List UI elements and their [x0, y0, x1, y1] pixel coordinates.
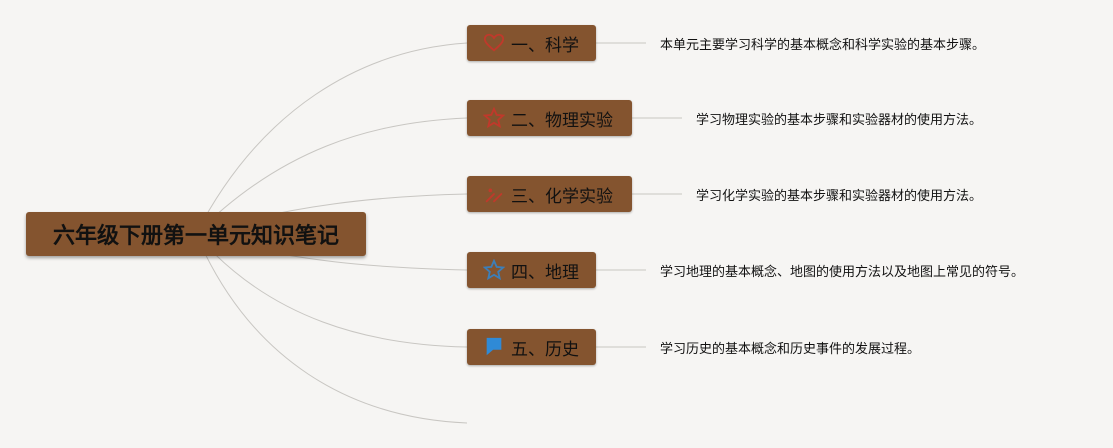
topic-label: 五、历史 — [511, 339, 579, 360]
tools-icon — [483, 183, 505, 205]
topic-label: 二、物理实验 — [511, 110, 613, 131]
link-root-topic-1 — [195, 42, 468, 235]
topic-label: 四、地理 — [511, 262, 579, 283]
topic-geography[interactable]: 四、地理 — [467, 252, 596, 288]
topic-geography-desc: 学习地理的基本概念、地图的使用方法以及地图上常见的符号。 — [660, 264, 1025, 280]
link-root-topic-5 — [195, 233, 468, 348]
topic-physics-experiment-desc: 学习物理实验的基本步骤和实验器材的使用方法。 — [696, 112, 983, 128]
topic-science-desc: 本单元主要学习科学的基本概念和科学实验的基本步骤。 — [660, 37, 986, 53]
link-root-topic-2 — [195, 117, 468, 235]
root-topic[interactable]: 六年级下册第一单元知识笔记 — [26, 212, 366, 256]
topic-history-desc: 学习历史的基本概念和历史事件的发展过程。 — [660, 341, 921, 357]
topic-label: 一、科学 — [511, 35, 579, 56]
link-root-extra — [195, 233, 468, 424]
topic-chemistry-experiment[interactable]: 三、化学实验 — [467, 176, 632, 212]
star-icon — [483, 107, 505, 129]
topic-science[interactable]: 一、科学 — [467, 25, 596, 61]
topic-chemistry-experiment-desc: 学习化学实验的基本步骤和实验器材的使用方法。 — [696, 188, 983, 204]
topic-physics-experiment[interactable]: 二、物理实验 — [467, 100, 632, 136]
star-outline-icon — [483, 259, 505, 281]
flag-icon — [483, 336, 505, 358]
root-topic-label: 六年级下册第一单元知识笔记 — [52, 224, 339, 249]
heart-icon — [483, 32, 505, 54]
topic-history[interactable]: 五、历史 — [467, 329, 596, 365]
topic-label: 三、化学实验 — [511, 186, 613, 207]
